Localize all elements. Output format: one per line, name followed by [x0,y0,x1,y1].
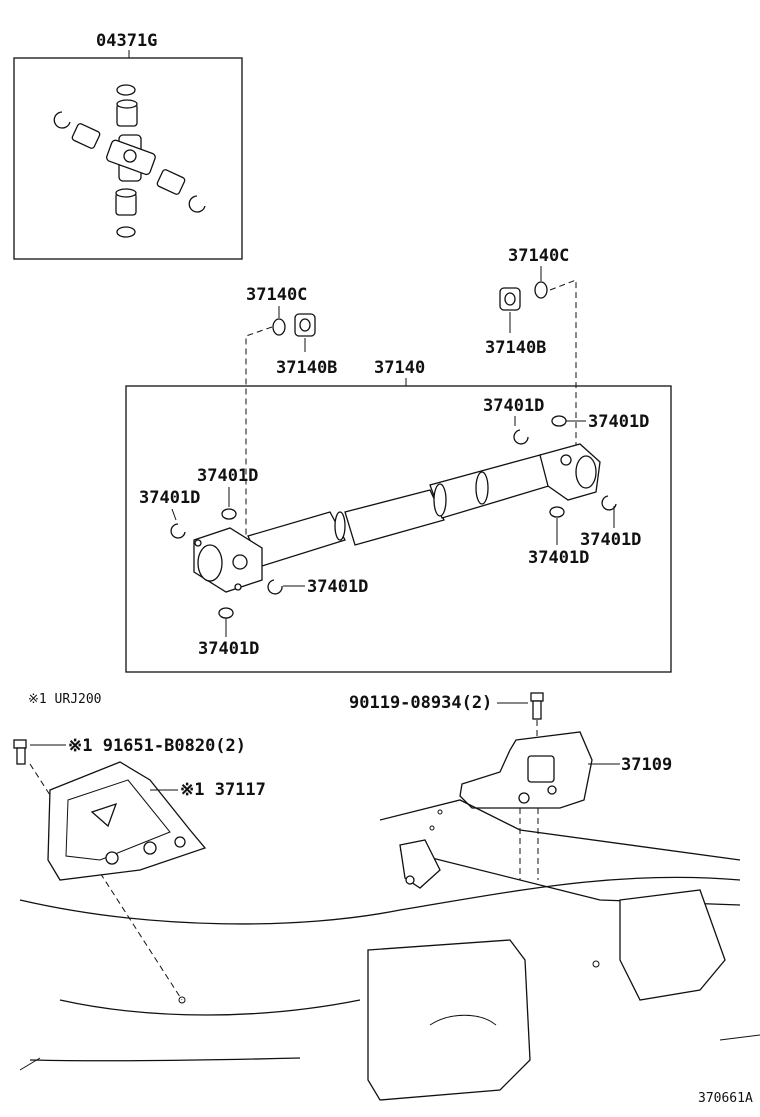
nut-icon [294,313,316,337]
lower-mount-group: ※1 URJ200 90119-08934(2) 37109 ※1 91651-… [13,692,760,1101]
spider-cross-icon [106,134,156,182]
bracket-37117-icon [47,761,207,881]
snap-ring-icon [53,84,206,238]
footnote-urj200: ※1 URJ200 [28,692,102,707]
flange-yoke-icon [193,527,263,593]
washer-icon [272,318,286,336]
diagram-id: 370661A [698,1091,753,1106]
nut-icon [499,287,521,311]
vehicle-frame-icon [19,799,760,1101]
bolt-icon [530,692,544,720]
label-37140[interactable]: 37140 [374,358,425,378]
kit-04371g-group: 04371G [13,31,243,260]
shaft-assembly-group: 37140 [125,279,672,673]
label-37401d-f[interactable]: 37401D [588,412,649,432]
label-37109[interactable]: 37109 [621,755,672,775]
label-37117[interactable]: ※1 37117 [180,780,266,800]
propeller-shaft-icon [247,454,553,567]
kit-box [13,57,243,260]
label-91651-b0820[interactable]: ※1 91651-B0820(2) [68,736,246,756]
label-04371g[interactable]: 04371G [96,31,157,51]
label-37401d-e[interactable]: 37401D [483,396,544,416]
label-37401d-d[interactable]: 37401D [198,639,259,659]
washer-icon [534,281,548,299]
bracket-37109-icon [459,731,593,809]
label-37401d-b[interactable]: 37401D [139,488,200,508]
bearing-cap-icon [71,99,186,216]
snap-ring-icon [170,415,617,619]
label-37401d-g[interactable]: 37401D [528,548,589,568]
label-37401d-h[interactable]: 37401D [580,530,641,550]
label-37401d-c[interactable]: 37401D [307,577,368,597]
assembly-box [125,385,672,673]
label-37140c-left[interactable]: 37140C [246,285,307,305]
bolt-icon [13,739,27,765]
label-37140c-right[interactable]: 37140C [508,246,569,266]
label-37401d-a[interactable]: 37401D [197,466,258,486]
upper-fasteners-group: 37140C 37140B 37140C 37140B [246,246,569,378]
label-37140b-left[interactable]: 37140B [276,358,337,378]
slip-yoke-icon [539,443,601,501]
label-37140b-right[interactable]: 37140B [485,338,546,358]
label-90119-08934[interactable]: 90119-08934(2) [349,693,492,713]
